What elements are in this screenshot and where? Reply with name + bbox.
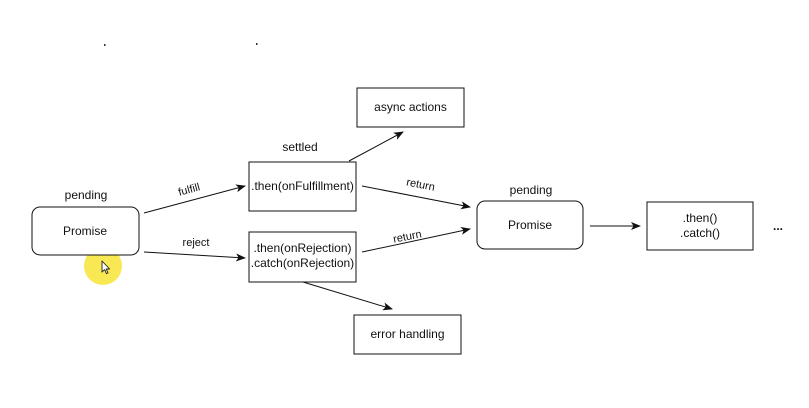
then-catch-node[interactable]: .then() .catch(): [646, 201, 754, 251]
promise-node-right[interactable]: Promise: [476, 200, 584, 250]
then-rejection-node[interactable]: .then(onRejection) .catch(onRejection): [248, 231, 357, 283]
pending-label-left: pending: [65, 188, 108, 202]
edge-fulfill: [143, 184, 246, 214]
mouse-pointer-icon: [101, 260, 111, 275]
async-actions-node[interactable]: async actions: [356, 87, 465, 128]
promise-node-left-label: Promise: [63, 224, 107, 238]
error-handling-node[interactable]: error handling: [353, 314, 462, 355]
error-handling-label: error handling: [370, 327, 444, 341]
async-actions-label: async actions: [374, 100, 447, 114]
then-rejection-label-line1: .then(onRejection): [253, 241, 351, 255]
ellipsis-label: ...: [773, 219, 783, 233]
speck-mark: [256, 43, 258, 45]
edge-fulfill-label: fulfill: [177, 181, 201, 198]
settled-label: settled: [282, 140, 317, 154]
edge-to-async-actions: [348, 131, 404, 162]
edge-reject: [143, 251, 246, 262]
edge-reject-label: reject: [183, 237, 210, 249]
speck-mark: [104, 44, 106, 46]
then-rejection-label-line2: .catch(onRejection): [251, 256, 354, 270]
edge-return-top-label: return: [405, 176, 436, 193]
then-fulfillment-label: .then(onFulfillment): [251, 179, 354, 193]
then-catch-label-line2: .catch(): [680, 226, 720, 240]
promise-node-left[interactable]: Promise: [31, 206, 140, 256]
promise-node-right-label: Promise: [508, 218, 552, 232]
pending-label-right: pending: [510, 183, 553, 197]
edge-return-bottom: [361, 226, 471, 253]
then-catch-label-line1: .then(): [683, 211, 718, 225]
then-fulfillment-node[interactable]: .then(onFulfillment): [248, 161, 357, 212]
edge-return-bottom-label: return: [392, 228, 423, 245]
edge-return-top: [361, 185, 471, 210]
edge-to-error-handling: [302, 281, 393, 311]
